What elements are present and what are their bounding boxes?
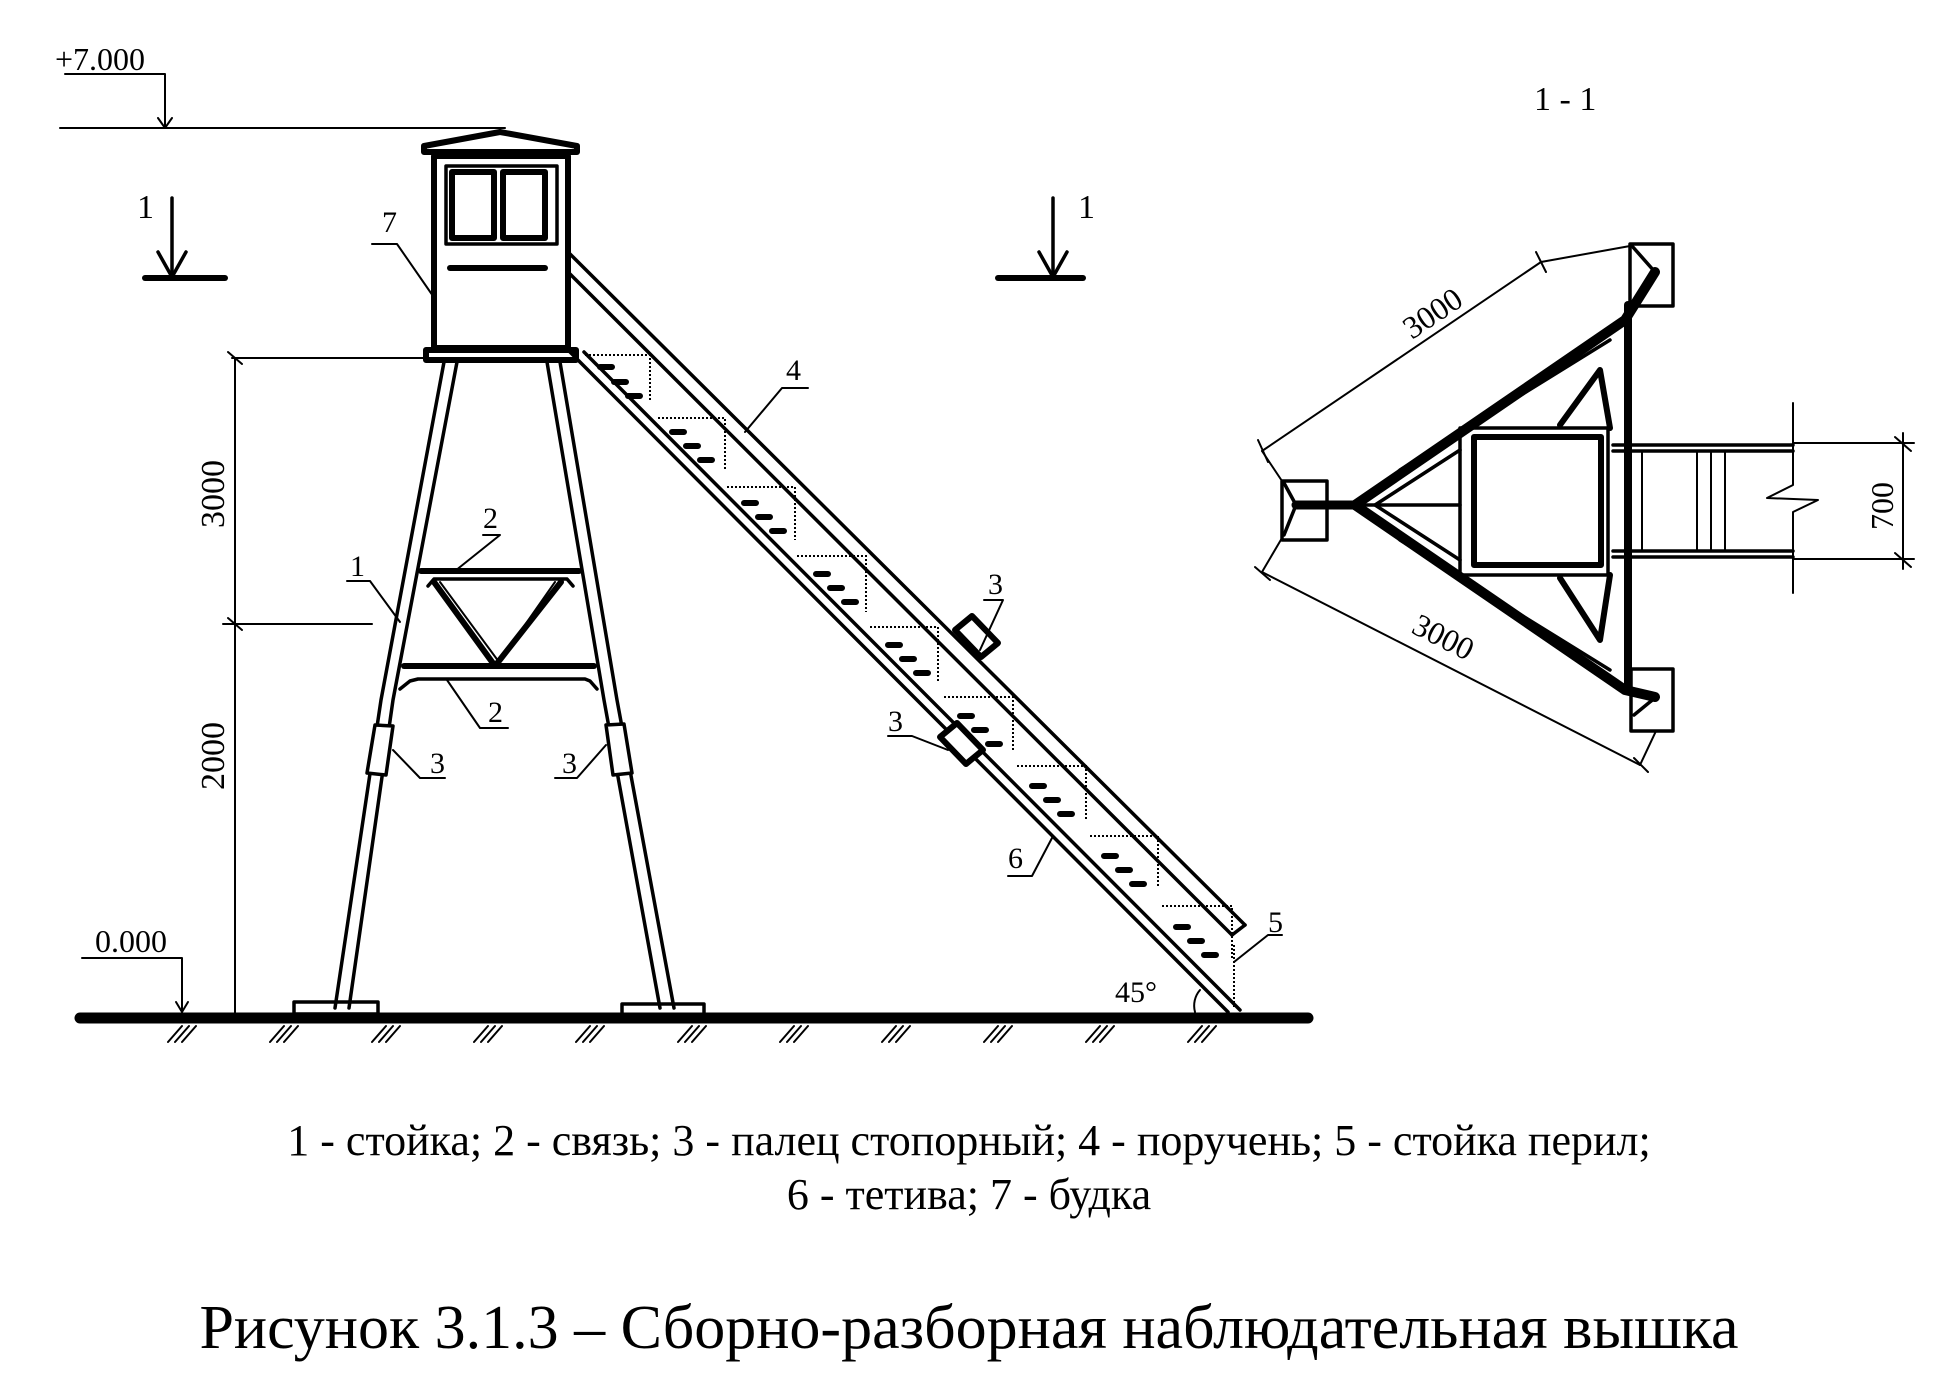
legend-line-2: 6 - тетива; 7 - будка (786, 1170, 1152, 1219)
callout-stringer: 6 (1008, 842, 1023, 875)
callout-pin-stringer: 3 (888, 705, 903, 738)
section-mark-left-label: 1 (137, 189, 154, 226)
section-mark-right: 1 (995, 189, 1095, 281)
stair: 45° (566, 250, 1247, 1014)
plan-post-left (1280, 479, 1329, 542)
angle-label: 45° (1115, 976, 1157, 1009)
dimension-upper-label: 3000 (195, 460, 232, 528)
plan-booth (1458, 426, 1610, 577)
callout-post: 1 (350, 550, 365, 583)
callout-pin-right: 3 (562, 747, 577, 780)
plan-post-bottom (1629, 667, 1675, 733)
tower-braces (398, 568, 599, 691)
booth (421, 129, 580, 363)
plan-view: 1 - 1 3000 (1254, 81, 1915, 773)
level-mark-top-label: +7.000 (55, 41, 145, 77)
plan-post-top (1628, 242, 1675, 308)
level-mark-ground: 0.000 (81, 923, 189, 1013)
level-mark-top: +7.000 (55, 41, 506, 129)
callout-booth: 7 (382, 206, 397, 239)
legend-line-1: 1 - стойка; 2 - связь; 3 - палец стопорн… (287, 1116, 1651, 1165)
callout-pin-left: 3 (430, 747, 445, 780)
callout-brace-upper: 2 (483, 502, 498, 535)
plan-ladder (1611, 402, 1819, 594)
callouts: 7 1 2 2 3 3 3 3 4 5 (346, 206, 1283, 963)
callout-rail-post: 5 (1268, 906, 1283, 939)
level-mark-ground-label: 0.000 (95, 923, 167, 959)
section-mark-right-label: 1 (1078, 189, 1095, 226)
height-dimension: 3000 2000 (195, 351, 427, 1014)
callout-handrail: 4 (786, 354, 801, 387)
figure-caption: Рисунок 3.1.3 – Сборно-разборная наблюда… (199, 1294, 1739, 1362)
plan-title: 1 - 1 (1534, 81, 1596, 118)
callout-brace-lower: 2 (488, 696, 503, 729)
plan-dimension-bottom: 3000 (1407, 606, 1480, 667)
ground-line (74, 1012, 1314, 1043)
plan-dimension-ladder: 700 (1864, 482, 1900, 530)
tower-legs (292, 360, 706, 1018)
elevation-view: +7.000 1 1 (55, 41, 1314, 1043)
section-mark-left: 1 (137, 189, 228, 281)
dimension-lower-label: 2000 (195, 722, 232, 790)
callout-pin-rail: 3 (988, 568, 1003, 601)
